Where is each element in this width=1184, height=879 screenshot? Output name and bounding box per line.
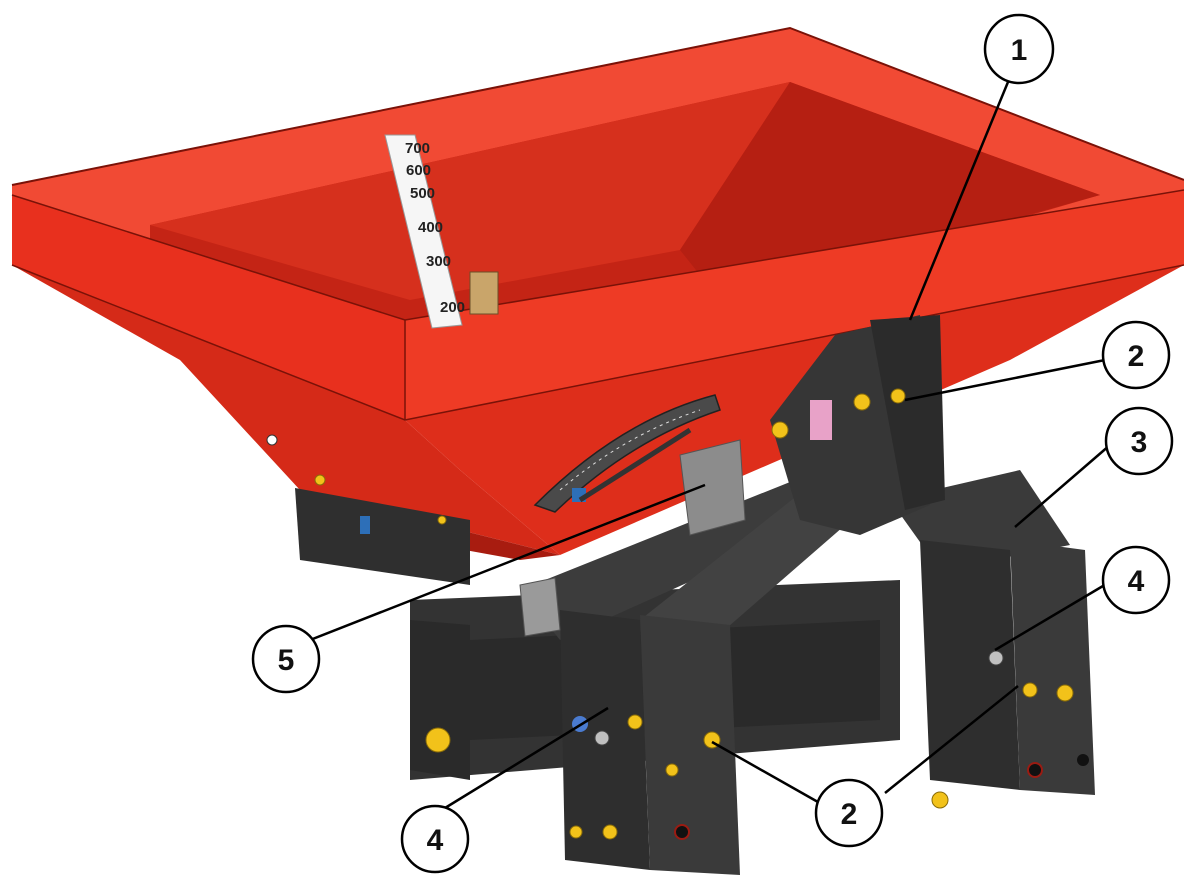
hopper-funnel-left [12,265,560,555]
leader-5 [304,483,706,644]
callout-4-left: 4 [400,804,470,874]
fill-level-scale: 700 600 500 400 300 200 [384,134,499,329]
hopper-front-right [405,190,1184,420]
callout-5-label: 5 [278,644,295,677]
callout-1-label: 1 [1011,34,1028,67]
callout-1: 1 [983,13,1055,85]
hopper-front-left [12,195,405,420]
leader-4-left [444,706,609,810]
leader-1 [908,81,1010,321]
leg-front-center [640,615,740,875]
plate-5 [679,439,746,536]
scale-label-700: 700 [405,140,430,157]
callout-5: 5 [251,624,321,694]
leader-3 [1014,444,1111,528]
callout-4-left-label: 4 [427,824,444,857]
scale-label-300: 300 [426,253,451,270]
hopper [11,26,1184,560]
frame-beam-left [520,470,860,640]
scale-bracket [469,271,499,315]
callout-3-label: 3 [1131,426,1148,459]
callout-2-bottom-label: 2 [841,798,858,831]
leader-2-right [884,685,1019,794]
scale-label-400: 400 [418,219,443,236]
leader-lines [304,81,1111,810]
scale-label-200: 200 [440,299,465,316]
gearbox-left [295,488,470,585]
hopper-inner-wall-right [680,82,1100,300]
leader-2-top [904,358,1106,402]
callout-3: 3 [1104,406,1174,476]
callout-2-bottom: 2 [814,778,884,848]
leader-4-right [994,581,1109,652]
leg-rear-left [410,620,470,780]
leader-2-bottom [711,740,826,808]
leg-rear-right [920,540,1020,790]
hopper-inner-wall-back [150,82,790,300]
scale-label-500: 500 [410,185,435,202]
pins [314,388,1074,840]
pin-icon [425,727,451,753]
dosing-scale [533,394,721,513]
frame [295,315,1095,875]
frame-tag [519,577,561,637]
scale-label-600: 600 [406,162,431,179]
callout-4-right: 4 [1101,545,1171,615]
callout-4-right-label: 4 [1128,565,1145,598]
mast-label [810,400,832,440]
callouts: 1 2 3 4 5 4 2 [251,13,1174,874]
callout-2-top: 2 [1101,320,1171,390]
callout-2-top-label: 2 [1128,340,1145,373]
